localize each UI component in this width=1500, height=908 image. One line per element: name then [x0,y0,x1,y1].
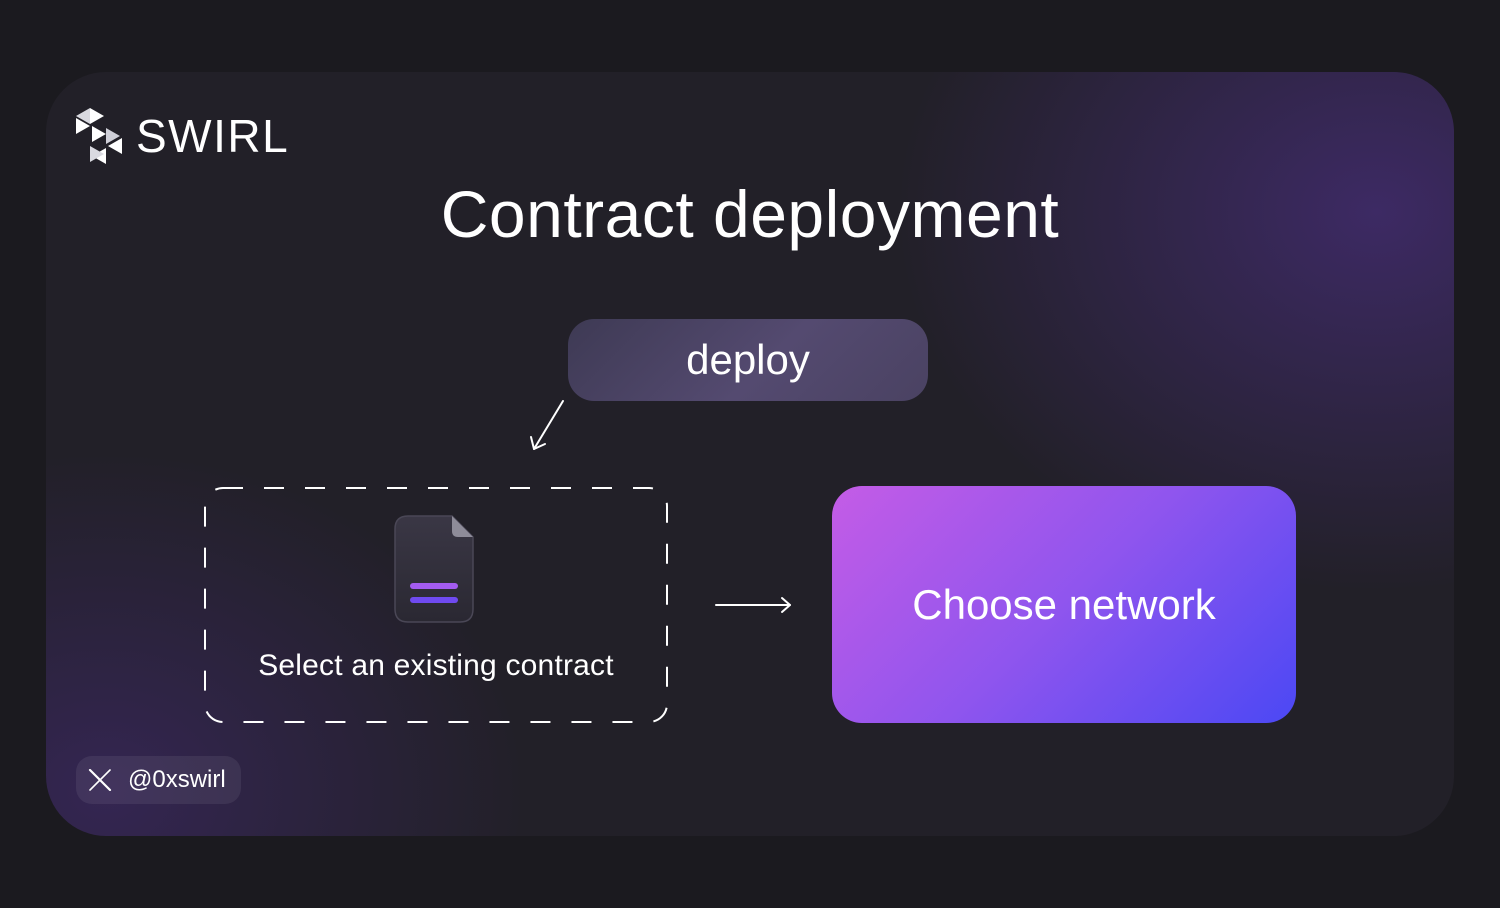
page-title: Contract deployment [440,177,1060,251]
deploy-button[interactable]: deploy [568,319,928,401]
arrow-down-left-icon [530,400,564,450]
brand: SWIRL [76,108,289,164]
diagram-card: SWIRL Contract deployment deploy Select … [46,72,1454,836]
social-handle[interactable]: @0xswirl [76,756,241,804]
arrow-right-icon [715,597,791,613]
x-logo-icon [88,769,112,791]
select-contract-label: Select an existing contract [258,649,614,682]
document-icon [394,515,474,623]
social-handle-text: @0xswirl [128,766,226,793]
dashed-border [204,487,668,723]
choose-network-button[interactable]: Choose network [832,486,1296,723]
brand-name: SWIRL [136,110,290,162]
swirl-logo-icon [76,108,122,164]
select-contract-box[interactable]: Select an existing contract [204,487,668,723]
